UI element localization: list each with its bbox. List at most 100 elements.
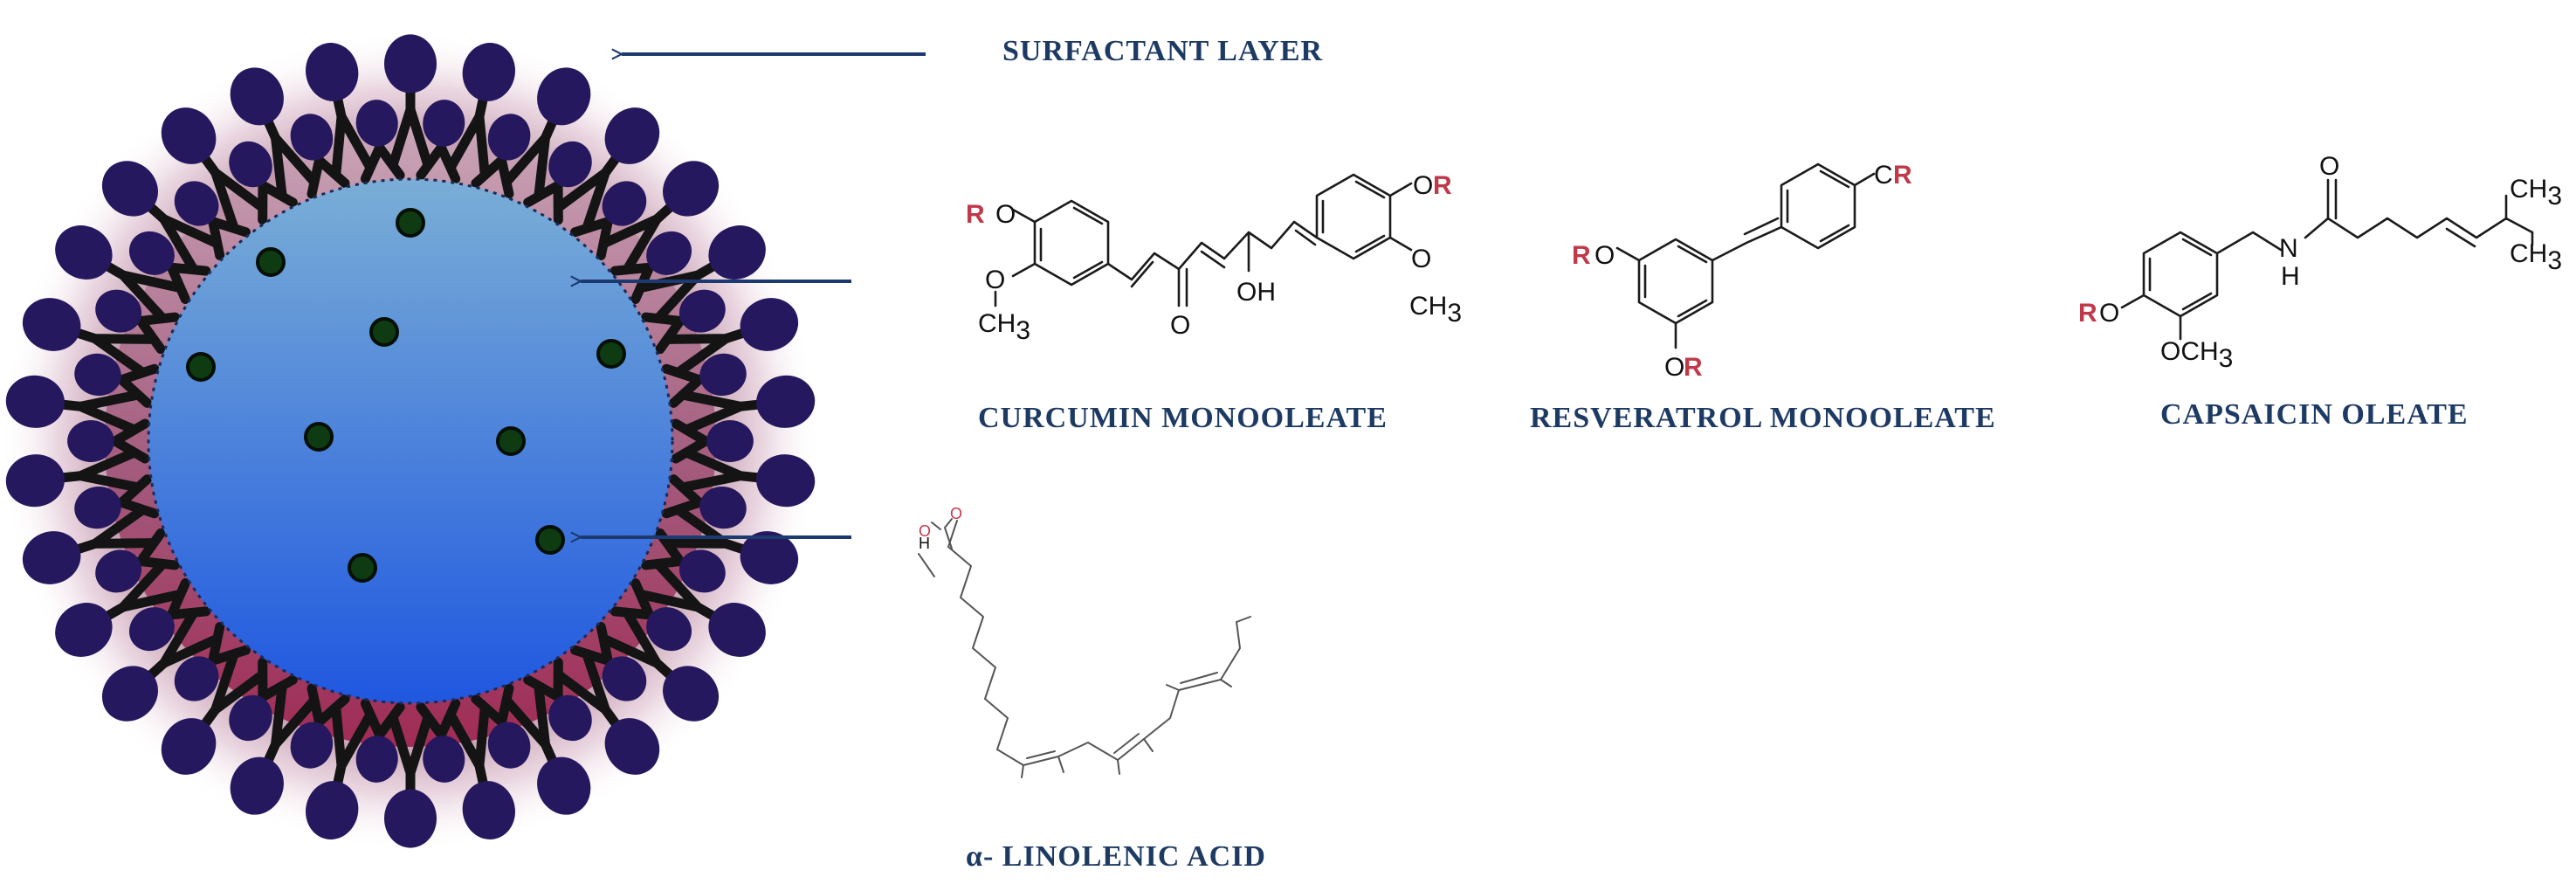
payload-molecule	[535, 525, 565, 555]
label-surfactant-layer: SURFACTANT LAYER	[1002, 35, 1324, 67]
curcumin-o-left: O	[995, 200, 1016, 229]
label-resveratrol-monooleate: RESVERATROL MONOOLEATE	[1530, 402, 1996, 434]
surfactant-molecule	[662, 298, 799, 377]
resveratrol-r-left: R	[1572, 241, 1591, 270]
surfactant-molecule	[570, 622, 647, 701]
label-curcumin-monooleate: CURCUMIN MONOOLEATE	[978, 402, 1388, 434]
surfactant-molecule	[74, 474, 160, 529]
surfactant-molecule	[598, 608, 720, 722]
surfactant-molecule	[128, 578, 211, 652]
surfactant-molecule	[128, 231, 211, 304]
surfactant-molecule	[501, 681, 591, 815]
curcumin-oh: OH	[1236, 278, 1276, 307]
surfactant-molecule	[523, 141, 592, 225]
curcumin-ch3-left: CH3	[978, 309, 1030, 345]
surfactant-molecule	[554, 107, 660, 233]
surfactant-molecule	[161, 649, 267, 775]
surfactant-molecule	[678, 447, 816, 508]
surfactant-molecule	[445, 702, 515, 840]
surfactant-molecule	[598, 161, 720, 274]
capsaicin-ch3-bottom: CH3	[2510, 239, 2562, 275]
surfactant-molecule	[416, 698, 465, 783]
surfactant-molecule	[290, 683, 350, 769]
payload-molecule	[256, 247, 286, 277]
capsaicin-nh-h: H	[2281, 262, 2300, 291]
surfactant-molecule	[416, 100, 465, 184]
surfactant-molecule	[5, 447, 143, 508]
curcumin-structure: R O O CH3 O OH O R O CH3	[966, 171, 1462, 345]
surfactant-molecule	[554, 649, 660, 775]
surfactant-molecule	[161, 107, 267, 233]
curcumin-ch3-right: CH3	[1409, 292, 1462, 328]
surfactant-molecule	[174, 622, 251, 701]
surfactant-molecule	[5, 375, 143, 435]
surfactant-molecule	[67, 418, 150, 464]
resveratrol-r-top: R	[1893, 161, 1912, 190]
label-capsaicin-oleate: CAPSAICIN OLEATE	[2160, 398, 2469, 431]
surfactant-molecule	[95, 289, 180, 355]
core-rim	[147, 177, 674, 705]
surfactant-molecule	[471, 683, 531, 769]
payload-molecule	[186, 352, 216, 382]
capsaicin-structure: R O OCH3 N H O CH3 CH3	[2078, 152, 2562, 373]
surfactant-molecule	[641, 289, 726, 355]
surfactant-molecule	[384, 712, 437, 848]
resveratrol-structure: R O O R C R	[1572, 161, 1912, 382]
surfactant-molecule	[501, 67, 591, 201]
capsaicin-ch3-top: CH3	[2510, 175, 2562, 211]
surfactant-molecule	[384, 34, 437, 170]
surfactant-molecule	[55, 225, 185, 323]
curcumin-ketone-o: O	[1170, 311, 1190, 340]
surfactant-molecule	[74, 353, 160, 408]
linolenic-structure: H O O	[918, 505, 1251, 778]
linolenic-o-hydroxyl: O	[950, 505, 962, 522]
capsaicin-o: O	[2099, 299, 2119, 328]
surfactant-molecule	[174, 181, 251, 260]
payload-molecule	[369, 317, 399, 347]
surfactant-molecule	[610, 578, 692, 652]
payload-molecule	[596, 339, 626, 369]
surfactant-molecule	[661, 353, 747, 408]
payload-molecule	[496, 426, 526, 456]
surfactant-molecule	[636, 559, 766, 657]
resveratrol-o-left: O	[1595, 241, 1615, 270]
surfactant-molecule	[661, 474, 747, 529]
curcumin-o-methoxy-left: O	[985, 266, 1005, 294]
surfactant-molecule	[570, 181, 647, 260]
surfactant-molecule	[95, 528, 180, 593]
surfactant-molecule	[22, 298, 159, 377]
resveratrol-o-bottom: O	[1664, 353, 1684, 382]
surfactant-molecule	[290, 114, 350, 199]
surfactant-molecule	[101, 608, 223, 722]
surfactant-molecule	[230, 681, 320, 815]
surfactant-molecule	[101, 161, 223, 274]
surfactant-molecule	[678, 375, 816, 435]
payload-molecules	[186, 208, 626, 583]
oil-core	[148, 179, 672, 703]
label-linolenic-acid: α- LINOLENIC ACID	[966, 840, 1266, 873]
curcumin-o-methoxy-right: O	[1411, 245, 1431, 273]
curcumin-r-right: R	[1433, 171, 1452, 200]
surfactant-molecule	[306, 42, 375, 180]
capsaicin-r: R	[2078, 299, 2097, 328]
capsaicin-och3: OCH3	[2160, 337, 2233, 373]
linolenic-o-carbonyl: O	[919, 522, 931, 540]
payload-molecule	[304, 422, 334, 452]
surfactant-molecule	[55, 559, 185, 657]
surfactant-molecule	[306, 702, 375, 840]
surfactant-molecule	[230, 67, 320, 201]
curcumin-r-left: R	[966, 200, 985, 229]
surfactant-molecule	[636, 225, 766, 323]
surfactant-molecule	[355, 100, 405, 184]
capsaicin-n: N	[2279, 234, 2298, 263]
surfactant-molecule	[355, 698, 405, 783]
surfactant-molecule	[671, 418, 754, 464]
surfactant-molecules	[5, 34, 816, 848]
surfactant-molecule	[523, 657, 592, 742]
surfactant-molecule	[22, 505, 159, 584]
payload-molecule	[348, 553, 377, 583]
surfactant-molecule	[641, 528, 726, 593]
surfactant-molecule	[610, 231, 692, 304]
surfactant-molecule	[229, 141, 298, 225]
